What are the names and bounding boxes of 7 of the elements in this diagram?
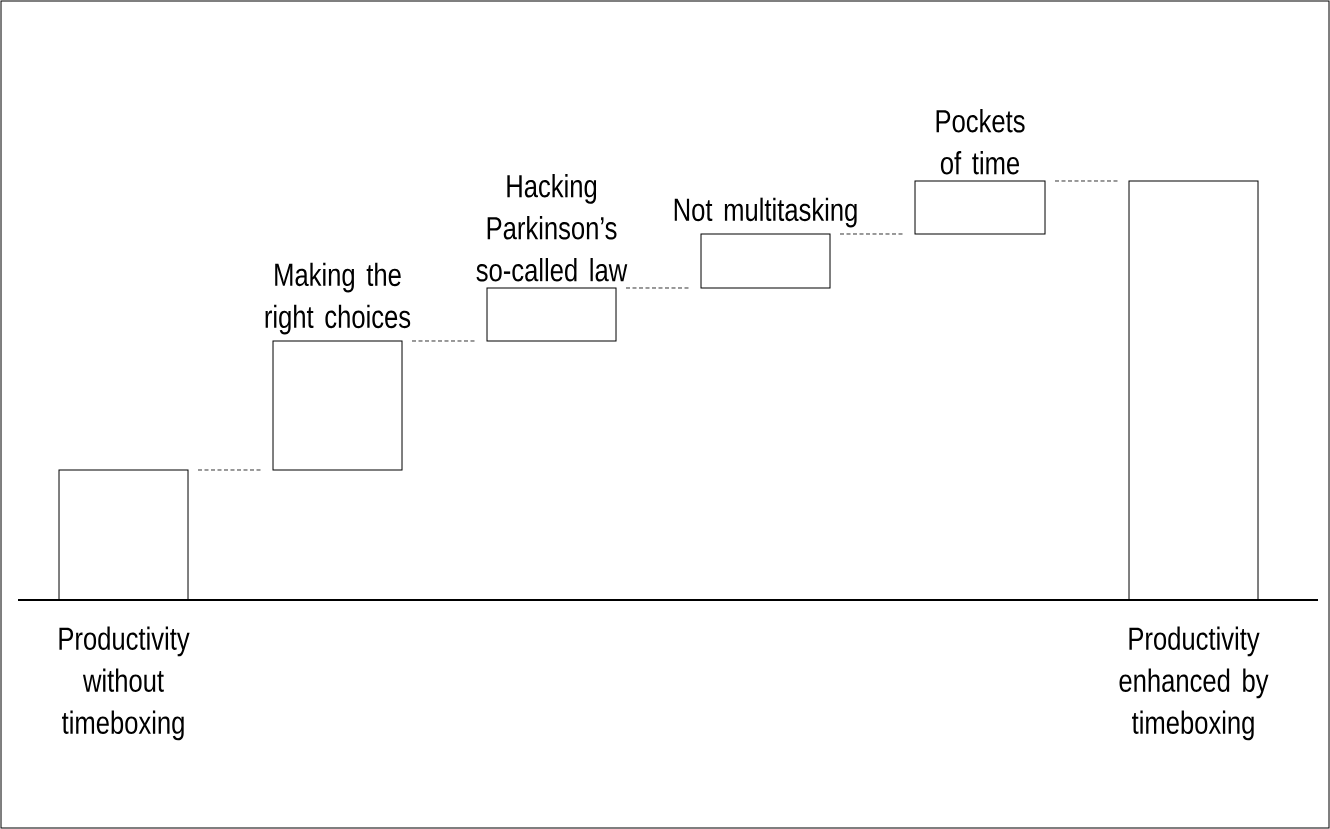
- dashed-connector: [1054, 180, 1120, 182]
- bar-label: Pockets of time: [936, 109, 1025, 175]
- bar-label: Not multitasking: [674, 197, 857, 228]
- bar-label: Productivity without timeboxing: [59, 626, 190, 741]
- bar-label: Hacking Parkinson’s so-called law: [476, 174, 628, 282]
- bar-label: Productivity enhanced by timeboxing: [1119, 626, 1269, 741]
- bar-label: Making the right choices: [265, 262, 411, 335]
